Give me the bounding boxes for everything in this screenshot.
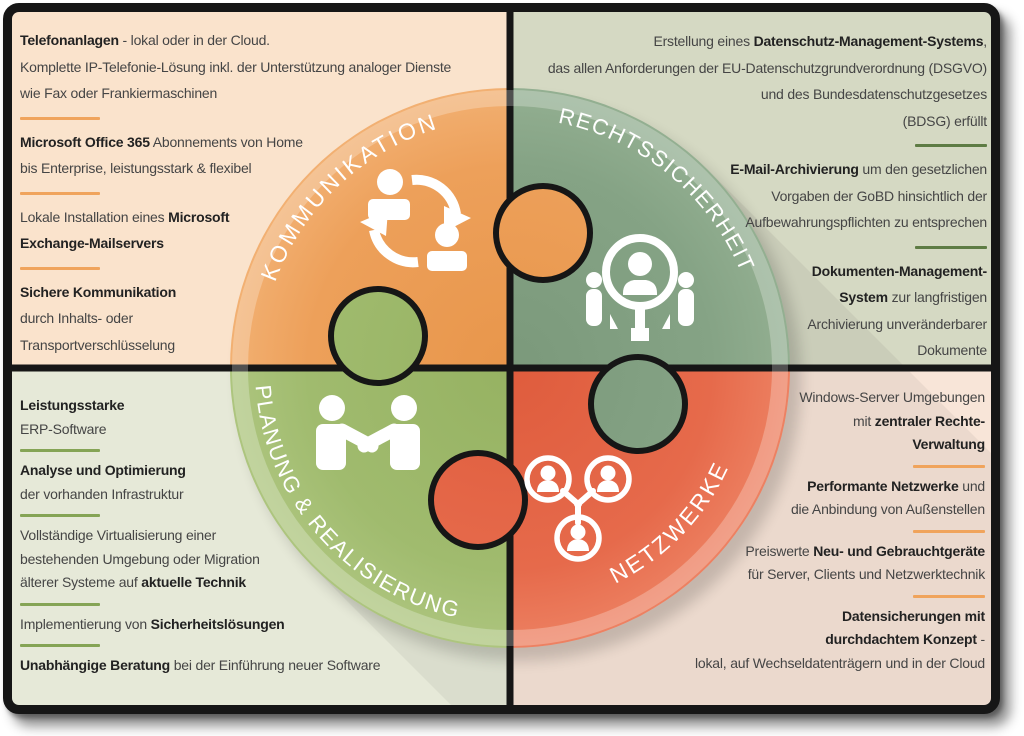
- tab-planung: [328, 286, 428, 386]
- piece-netzwerke: [510, 368, 790, 648]
- rim-highlight: [232, 90, 788, 646]
- connected-people-network-icon: [524, 455, 632, 562]
- long-shadow: [312, 170, 991, 705]
- tab-netzwerke: [428, 450, 528, 550]
- tab-kommunikation: [493, 183, 593, 283]
- puzzle-diagram: KOMMUNIKATION RECHTSSICHERHEIT PLANUNG &…: [12, 12, 991, 705]
- piece-planung: [230, 368, 510, 648]
- piece-kommunikation: [230, 88, 510, 368]
- tab-rechtssicherheit: [588, 354, 688, 454]
- person-magnifier-group-icon: [586, 234, 694, 341]
- handshake-icon: [316, 395, 420, 470]
- people-exchange-arrows-icon: [360, 169, 471, 271]
- infographic-card: KOMMUNIKATION RECHTSSICHERHEIT PLANUNG &…: [3, 3, 1000, 714]
- piece-rechtssicherheit: [510, 88, 790, 368]
- card-inner: KOMMUNIKATION RECHTSSICHERHEIT PLANUNG &…: [12, 12, 991, 705]
- cross-dividers: [12, 12, 991, 705]
